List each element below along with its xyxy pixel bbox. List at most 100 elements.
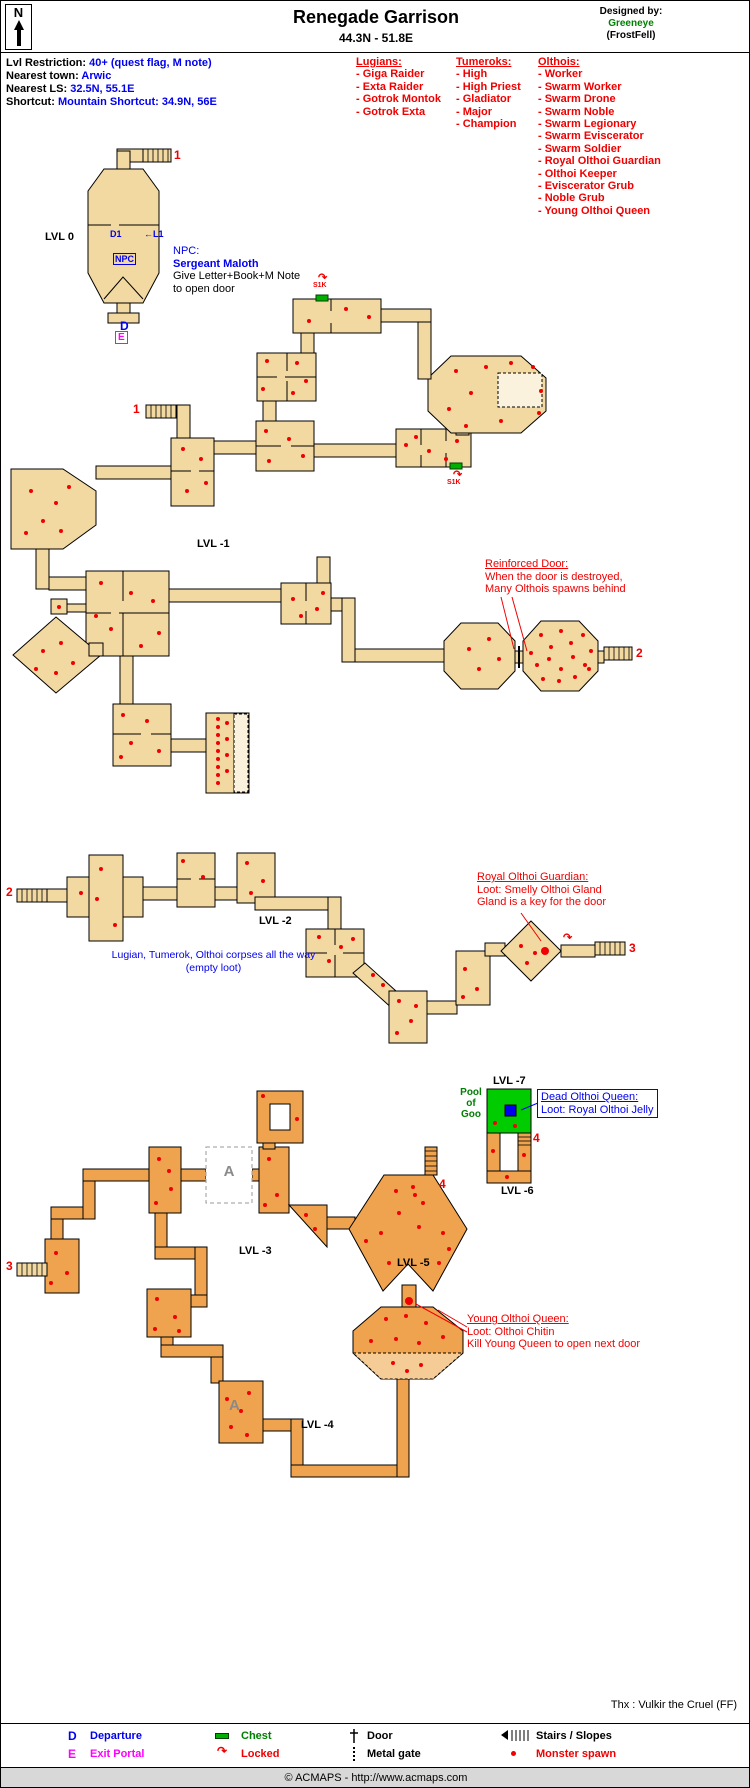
npc-room-label: NPC — [113, 253, 137, 265]
list-item: - Gladiator — [456, 93, 512, 106]
stairs-link-2-marker: 2 — [6, 885, 13, 899]
nearest-ls-row: Nearest LS: 32.5N, 55.1E — [6, 83, 134, 95]
list-item: - Young Olthoi Queen — [538, 204, 651, 217]
stairs-hatching — [21, 149, 630, 1276]
locked-icon: ↷ — [453, 469, 463, 481]
door-d1-label: D1 — [110, 229, 122, 239]
reinforced-door-line1: When the door is destroyed, — [485, 570, 623, 583]
lugians-title: Lugians: — [356, 56, 402, 68]
olthois-title: Olthois: — [538, 56, 580, 68]
compass-n-label: N — [13, 5, 24, 20]
list-item: - Exta Raider — [356, 80, 424, 93]
restriction-label: Lvl Restriction: — [6, 57, 87, 69]
level-4-label: LVL -4 — [301, 1419, 334, 1431]
list-item: - Swarm Legionary — [538, 118, 637, 131]
shortcut-value: Mountain Shortcut: 34.9N, 56E — [57, 96, 217, 108]
level-0-label: LVL 0 — [45, 231, 74, 243]
level-3-label: LVL -3 — [239, 1245, 272, 1257]
list-item: - Champion — [456, 118, 517, 131]
legend-divider — [1, 1723, 749, 1724]
list-item: - Royal Olthoi Guardian — [538, 155, 661, 168]
dead-queen-square — [504, 1104, 517, 1117]
stairs-legend-label: Stairs / Slopes — [536, 1730, 612, 1742]
level-0-geometry — [87, 148, 160, 324]
designer-guild: (FrostFell) — [606, 30, 656, 41]
designer-credit: Designed by: Greeneye (FrostFell) — [581, 6, 681, 42]
stairs-link-1-marker: 1 — [174, 148, 181, 162]
metal-gate-legend-label: Metal gate — [367, 1748, 421, 1760]
level-6-label: LVL -6 — [501, 1185, 534, 1197]
corpses-annotation: Lugian, Tumerok, Olthoi corpses all the … — [101, 949, 326, 974]
annotation-pointer-lines — [415, 596, 542, 1333]
list-item: - Eviscerator Grub — [538, 180, 634, 193]
stairs-link-3-marker: 3 — [629, 941, 636, 955]
list-item: - Swarm Eviscerator — [538, 130, 644, 143]
level-2-label: LVL -2 — [259, 915, 292, 927]
tumeroks-list: Tumeroks: - High - High Priest - Gladiat… — [456, 56, 521, 130]
list-item: - Worker — [538, 68, 583, 81]
list-item: - Gotrok Montok — [356, 93, 441, 106]
dead-queen-annotation: Dead Olthoi Queen: Loot: Royal Olthoi Je… — [537, 1089, 658, 1118]
monster-spawn-icon — [511, 1751, 516, 1756]
door-icon — [350, 1729, 358, 1743]
area-a-label: A — [229, 1397, 240, 1414]
level-1-geometry — [10, 298, 605, 794]
exit-portal-legend-label: Exit Portal — [90, 1748, 145, 1760]
designed-by-label: Designed by: — [599, 6, 663, 17]
exit-portal-legend-letter: E — [68, 1747, 77, 1761]
stairs-link-1-marker: 1 — [133, 402, 140, 416]
shortcut-label: Shortcut: — [6, 96, 55, 108]
stairs-link-2-marker: 2 — [636, 646, 643, 660]
locked-legend-label: Locked — [241, 1748, 280, 1760]
reinforced-door-line2: Many Olthois spawns behind — [485, 583, 626, 595]
list-item: - Olthoi Keeper — [538, 167, 617, 180]
stairs-icon — [501, 1730, 529, 1741]
list-item: - Gotrok Exta — [356, 105, 426, 118]
corpses-line2: (empty loot) — [185, 961, 242, 974]
list-item: - Swarm Noble — [538, 105, 615, 118]
stairs-link-3-marker: 3 — [6, 1259, 13, 1273]
departure-legend-label: Departure — [90, 1730, 142, 1742]
young-queen-line2: Kill Young Queen to open next door — [467, 1338, 641, 1350]
monster-spawn-dots — [24, 307, 593, 1437]
thanks-note: Thx : Vulkir the Cruel (FF) — [610, 1699, 737, 1711]
dungeon-coordinates: 44.3N - 51.8E — [338, 31, 414, 45]
compass-rose: N — [5, 4, 32, 50]
stairs-link-4-marker: 4 — [439, 1177, 446, 1191]
olthois-list: Olthois: - Worker - Swarm Worker - Swarm… — [538, 56, 661, 217]
nearest-town-row: Nearest town: Arwic — [6, 70, 111, 82]
npc-annotation: NPC: Sergeant Maloth Give Letter+Book+M … — [173, 245, 300, 295]
door-l1-label: ←L1 — [144, 229, 164, 239]
dead-queen-pointer — [520, 1102, 539, 1111]
metal-gate-icon — [353, 1747, 355, 1761]
list-item: - Giga Raider — [356, 68, 425, 81]
locked-icon: ↷ — [318, 272, 328, 284]
nearest-ls-value: 32.5N, 55.1E — [70, 83, 135, 95]
reinforced-door-title: Reinforced Door: — [485, 558, 569, 570]
locked-icon: ↷ — [563, 932, 573, 944]
monster-spawn-legend-label: Monster spawn — [536, 1748, 617, 1760]
copyright-bar: © ACMAPS - http://www.acmaps.com — [1, 1767, 749, 1787]
list-item: - Swarm Worker — [538, 80, 622, 93]
level-5-label: LVL -5 — [397, 1257, 430, 1269]
level-1-label: LVL -1 — [197, 538, 230, 550]
designer-name: Greeneye — [608, 18, 654, 29]
stairs-link-4-marker: 4 — [533, 1131, 540, 1145]
chest-icon — [215, 1733, 229, 1739]
tumeroks-title: Tumeroks: — [456, 56, 512, 68]
royal-guardian-line1: Loot: Smelly Olthoi Gland — [477, 883, 602, 896]
reinforced-door-annotation: Reinforced Door: When the door is destro… — [485, 558, 626, 596]
header: N Renegade Garrison 44.3N - 51.8E Design… — [1, 1, 749, 53]
young-queen-title: Young Olthoi Queen: — [467, 1313, 569, 1325]
list-item: - High Priest — [456, 80, 521, 93]
list-item: - Swarm Soldier — [538, 142, 622, 155]
exit-portal-marker: E — [115, 331, 128, 344]
lugians-list: Lugians: - Giga Raider - Exta Raider - G… — [356, 56, 441, 118]
nearest-ls-label: Nearest LS: — [6, 83, 68, 95]
list-item: - High — [456, 68, 488, 81]
s1k-chest-label: S1K — [447, 479, 461, 486]
north-arrow-icon — [13, 20, 24, 46]
pool-label-line1: Pool — [460, 1087, 482, 1098]
